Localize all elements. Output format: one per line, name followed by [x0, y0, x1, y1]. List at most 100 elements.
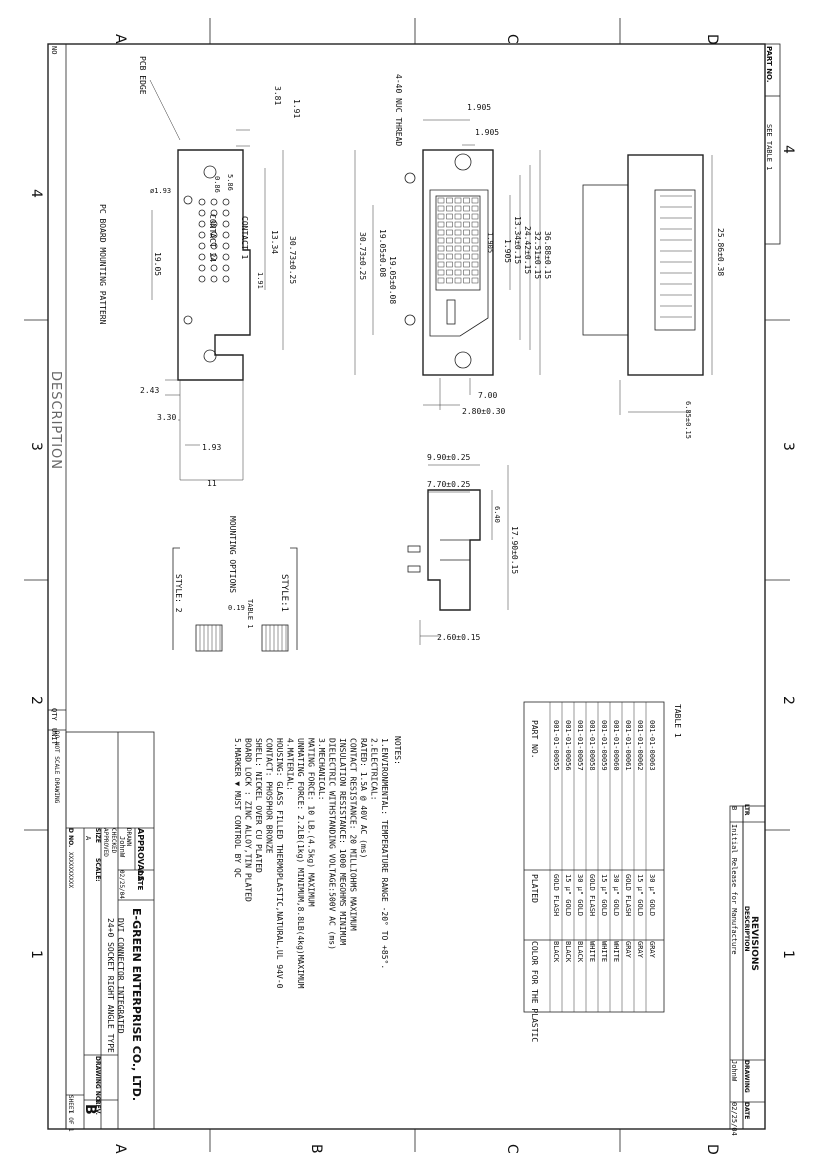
table1-ref-label: TABLE 1 [246, 599, 254, 629]
contact-cell [454, 253, 462, 260]
table-cell-6-2: BLACK [576, 941, 584, 963]
table-cell-8-0: 001-01-00055 [552, 720, 560, 771]
contact-cell [454, 237, 462, 244]
contact-cell [471, 213, 479, 220]
dim-f-0-19: 0.19 [228, 604, 245, 612]
contact-cell [446, 221, 453, 228]
zone-left-1: 1 [28, 950, 44, 959]
dim-5-86: 5.86 [226, 174, 234, 191]
contact-1-label: CONTACT 1 [240, 216, 249, 260]
pin-hole [198, 242, 206, 250]
contact-cell [471, 253, 479, 260]
dim-f-9-90: 9.90±0.25 [427, 453, 471, 462]
rev-col-date: DATE [743, 1102, 750, 1119]
part-no-label: PART NO. [765, 46, 773, 83]
table-cell-2-1: GOLD FLASH [624, 874, 632, 916]
rev-value: B [82, 1104, 98, 1115]
dim-19-05: 19.05 [153, 252, 162, 276]
parts-table: TABLE 1 PART NO. PLATED COLOR FOR THE PL… [523, 701, 682, 1042]
contact-cell [446, 229, 453, 236]
rev-label: REV. [94, 1100, 101, 1115]
contact-cell [471, 205, 479, 212]
contact-cell [437, 205, 445, 212]
contact-cell [471, 237, 479, 244]
pin-hole [222, 275, 230, 283]
profile-view: 9.90±0.25 7.70±0.25 6.40 17.90±0.15 2.60… [407, 453, 519, 645]
title-line2: 24+0 SOCKET RIGHT ANGLE TYPE [106, 918, 115, 1053]
zone-right-1: 1 [780, 950, 796, 959]
table-cell-2-2: GRAY [624, 941, 632, 959]
zone-right-3: 3 [780, 442, 796, 451]
unit-label: UNIT [50, 728, 58, 746]
pin-hole [222, 198, 230, 206]
contact-cell [463, 269, 470, 276]
note-line-9: 4.MATERIAL: [286, 738, 295, 791]
qty-label: QTY [50, 708, 58, 721]
dim-t-1-905d: 1.905 [503, 239, 512, 263]
side-view: 25.86±0.38 6.85±0.15 [582, 154, 725, 439]
contact-cell [446, 205, 453, 212]
note-line-1: 2.ELECTRICAL: [370, 738, 379, 801]
pin-hole [210, 275, 218, 283]
table-cell-4-1: 15 μ" GOLD [600, 874, 608, 916]
table-cell-3-1: 30 μ" GOLD [612, 874, 620, 916]
pin-hole [222, 231, 230, 239]
drawing-no-label: DRAWING NO. [94, 1056, 101, 1103]
rev-row-drawing: JohnW [730, 1060, 738, 1082]
table-cell-2-0: 001-01-00061 [624, 720, 632, 771]
contact-cell [454, 277, 462, 284]
rev-row-description: Initial Release for Manufacture [730, 824, 738, 955]
note-line-7: MATING FORCE: 10 LB.(4.5kg) MAXIMUM [307, 738, 316, 907]
zone-left-3: 3 [28, 442, 44, 451]
contact-cell [437, 245, 445, 252]
pin-hole [198, 220, 206, 228]
contact-cell [454, 261, 462, 268]
front-view: 4-40 NUC THREAD 1.905 1.905 1.905 13.34±… [354, 74, 552, 416]
revisions-heading: REVISIONS [749, 916, 759, 971]
table-cell-7-2: BLACK [564, 941, 572, 963]
contact-cell [463, 213, 470, 220]
contact-cell [437, 253, 445, 260]
contact-cell [471, 277, 479, 284]
mounting-options-label: MOUNTING OPTIONS [228, 516, 237, 593]
contact-cell [463, 253, 470, 260]
pin-hole [198, 231, 206, 239]
table-cell-1-2: GRAY [636, 941, 644, 959]
table-cell-5-2: WHITE [588, 941, 596, 962]
pin-hole [198, 253, 206, 261]
part-no-block: PART NO. SEE TABLE 1 [764, 43, 781, 245]
table-cell-4-0: 001-01-00059 [600, 720, 608, 771]
zone-top-a: A [112, 34, 128, 44]
size-label: SIZE [94, 828, 101, 843]
description-label: DESCRIPTION [48, 371, 63, 470]
table-cell-4-2: WHITE [600, 941, 608, 962]
dim-t-7-00: 7.00 [478, 391, 497, 400]
thread-label: 4-40 NUC THREAD [394, 74, 403, 146]
company-name: E-GREEN ENTERPRISE CO., LTD. [130, 908, 143, 1101]
pin-hole [210, 253, 218, 261]
table-cell-5-0: 001-01-00058 [588, 720, 596, 771]
contact-cell [471, 197, 479, 204]
dim-f-2-60: 2.60±0.15 [437, 633, 481, 642]
revisions-block: REVISIONS LTR DESCRIPTION DRAWING DATE B… [729, 804, 766, 1136]
contact-cell [463, 205, 470, 212]
table-cell-3-2: WHITE [612, 941, 620, 962]
dim-1-93a: ø1.93 [150, 187, 171, 195]
pin-hole [222, 220, 230, 228]
zone-right-4: 4 [780, 145, 796, 154]
contact-cell [463, 277, 470, 284]
contact-cell [463, 221, 470, 228]
contact-cell [446, 253, 453, 260]
dim-f-7-70: 7.70±0.25 [427, 480, 471, 489]
table-cell-1-1: 15 μ" GOLD [636, 874, 644, 916]
dim-t-30-73: 30.73±0.25 [358, 232, 367, 280]
zone-bottom-d: D [704, 1144, 720, 1155]
rev-row-ltr: B [730, 806, 738, 810]
pin-hole [198, 275, 206, 283]
zone-bottom-c: C [504, 1144, 520, 1154]
size-value: A [84, 836, 92, 841]
table-cell-1-0: 001-01-00062 [636, 720, 644, 771]
table-cell-8-1: GOLD FLASH [552, 874, 560, 916]
title-block: DO NOT SCALE DRAWING APPROVALS DATE DRAW… [53, 731, 155, 1132]
table-header-color: COLOR FOR THE PLASTIC [530, 941, 539, 1042]
